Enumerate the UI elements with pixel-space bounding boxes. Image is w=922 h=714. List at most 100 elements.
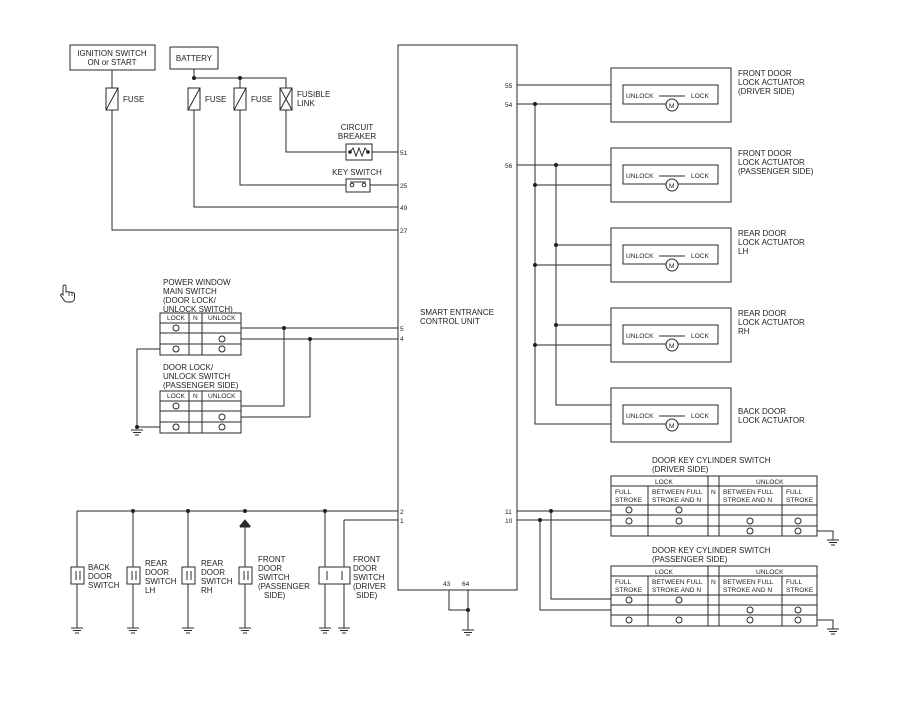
junction-dot — [554, 243, 558, 247]
dl-header-n: N — [193, 393, 198, 400]
act1-unlock: UNLOCK — [626, 173, 654, 180]
junction-dot — [238, 76, 242, 80]
pw-main-switch-table — [159, 312, 242, 356]
ground-symbol — [131, 429, 143, 436]
wire-2-1 — [77, 510, 398, 521]
key-switch-symbol — [345, 178, 371, 193]
junction-dot — [554, 163, 558, 167]
wire-dl-switch — [241, 328, 311, 418]
kc-driver-title-1: DOOR KEY CYLINDER SWITCH — [652, 456, 771, 465]
ignition-label-2: ON or START — [87, 58, 136, 67]
act3-motor: M — [669, 343, 675, 350]
kc-pass-lock: LOCK — [655, 569, 674, 576]
act2-unlock: UNLOCK — [626, 253, 654, 260]
pw-header-n: N — [193, 315, 198, 322]
pw-header-lock: LOCK — [167, 315, 186, 322]
circuit-breaker-symbol — [345, 143, 373, 161]
door-switch-rear-rh — [181, 511, 196, 634]
act4-label-1: BACK DOOR — [738, 407, 786, 416]
actuator-texts: UNLOCK LOCK M FRONT DOOR LOCK ACTUATOR (… — [626, 69, 814, 430]
hand-cursor-icon — [60, 284, 75, 303]
junction-dot — [243, 509, 247, 513]
act1-label-1: FRONT DOOR — [738, 149, 792, 158]
fusible-link-label-2: LINK — [297, 99, 315, 108]
act4-unlock: UNLOCK — [626, 413, 654, 420]
diode-symbol — [238, 519, 252, 528]
rear-lh-label-3: SWITCH — [145, 577, 177, 586]
door-switch-back — [70, 511, 85, 634]
kc-pass-full-4: STROKE — [786, 587, 814, 594]
act1-label-2: LOCK ACTUATOR — [738, 158, 805, 167]
fuse-label: FUSE — [251, 95, 272, 104]
wire-key-cyl-pass — [539, 511, 611, 611]
act3-unlock: UNLOCK — [626, 333, 654, 340]
ground-symbol — [462, 629, 474, 636]
pin-55: 55 — [505, 83, 513, 90]
rear-rh-label-1: REAR — [201, 559, 223, 568]
kc-pass-btw-1: BETWEEN FULL — [652, 579, 703, 586]
dl-switch-label-1: DOOR LOCK/ — [163, 363, 214, 372]
pin-4: 4 — [400, 336, 404, 343]
motor-icon — [665, 258, 679, 272]
act2-label-3: LH — [738, 247, 748, 256]
motor-icon — [665, 338, 679, 352]
act0-lock: LOCK — [691, 93, 710, 100]
kc-pass-full-1: FULL — [615, 579, 631, 586]
actuator-bus-unlock-a — [517, 164, 623, 406]
dl-header-lock: LOCK — [167, 393, 186, 400]
control-unit-label-1: SMART ENTRANCE — [420, 308, 494, 317]
key-cylinder-passenger-table — [610, 565, 839, 635]
junction-dot — [549, 509, 553, 513]
act1-lock: LOCK — [691, 173, 710, 180]
act1-motor: M — [669, 183, 675, 190]
act1-label-3: (PASSENGER SIDE) — [738, 167, 814, 176]
actuator-front-passenger — [610, 147, 732, 203]
wire-11-10 — [517, 510, 611, 521]
back-door-label-3: SWITCH — [88, 581, 120, 590]
ground-wire-cu — [448, 590, 469, 630]
kc-driver-unlock: UNLOCK — [756, 479, 784, 486]
kc-pass-btw-2: STROKE AND N — [652, 587, 701, 594]
act3-lock: LOCK — [691, 333, 710, 340]
circuit-breaker-label-1: CIRCUIT — [341, 123, 374, 132]
junction-dot — [192, 76, 196, 80]
actuator-front-driver — [610, 67, 732, 123]
act0-unlock: UNLOCK — [626, 93, 654, 100]
actuator-rear-lh — [610, 227, 732, 283]
door-switch-rear-lh — [126, 511, 141, 634]
act4-motor: M — [669, 423, 675, 430]
pin-51: 51 — [400, 150, 408, 157]
junction-dot — [538, 518, 542, 522]
junction-dot — [466, 608, 470, 612]
dl-switch-label-3: (PASSENGER SIDE) — [163, 381, 239, 390]
actuator-arrows — [659, 95, 685, 417]
front-pass-label-1: FRONT — [258, 555, 286, 564]
kc-pass-btw-3: BETWEEN FULL — [723, 579, 774, 586]
kc-pass-full-2: STROKE — [615, 587, 643, 594]
wire-5-4 — [241, 327, 398, 340]
act0-motor: M — [669, 103, 675, 110]
pin-64: 64 — [462, 581, 470, 588]
dl-switch-table — [159, 390, 242, 434]
wire-25 — [239, 110, 398, 186]
door-switch-front-driver — [318, 511, 351, 634]
kc-driver-lock: LOCK — [655, 479, 674, 486]
act0-label-2: LOCK ACTUATOR — [738, 78, 805, 87]
act4-lock: LOCK — [691, 413, 710, 420]
kc-driver-btw-2: STROKE AND N — [652, 497, 701, 504]
actuator-motors — [659, 95, 685, 432]
junction-dot — [533, 183, 537, 187]
kc-pass-unlock: UNLOCK — [756, 569, 784, 576]
pw-switch-label-1: POWER WINDOW — [163, 278, 231, 287]
pin-56: 56 — [505, 163, 513, 170]
kc-driver-btw-4: STROKE AND N — [723, 497, 772, 504]
fuse-label: FUSE — [205, 95, 226, 104]
act3-label-1: REAR DOOR — [738, 309, 787, 318]
kc-driver-full-4: STROKE — [786, 497, 814, 504]
front-pass-label-5: SIDE) — [264, 591, 286, 600]
fuse-label: FUSE — [123, 95, 144, 104]
kc-pass-full-3: FULL — [786, 579, 802, 586]
kc-driver-btw-3: BETWEEN FULL — [723, 489, 774, 496]
act2-label-2: LOCK ACTUATOR — [738, 238, 805, 247]
